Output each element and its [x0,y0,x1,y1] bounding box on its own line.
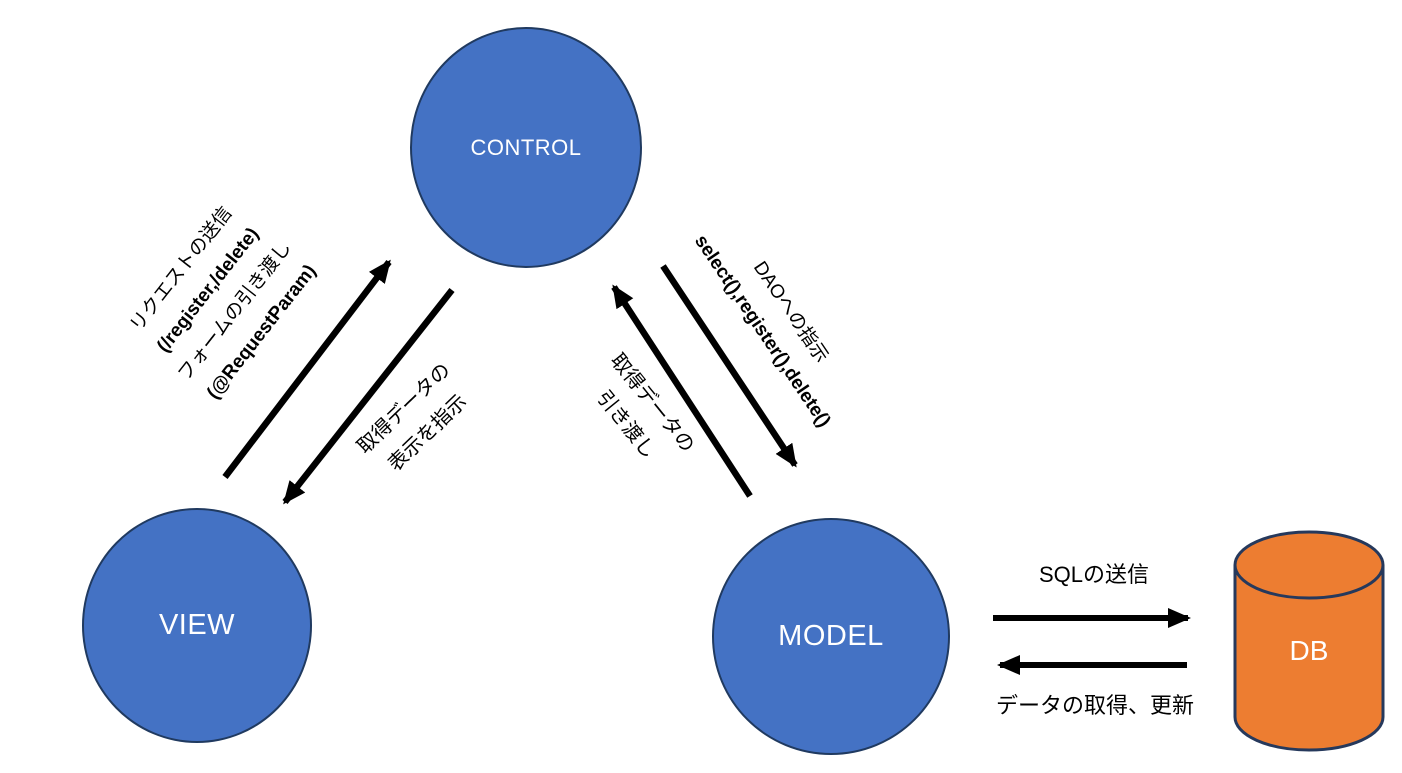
label-line: データの取得、更新 [995,693,1194,718]
db-to-model-label: データの取得、更新 [965,691,1225,721]
control-to-model-label: DAOへの指示 select(),register(),delete() [667,183,886,461]
db-node-label: DB [1289,635,1329,666]
model-node-label: MODEL [778,620,884,652]
control-node: CONTROL [410,27,642,268]
model-node: MODEL [712,518,950,755]
view-node: VIEW [82,508,312,743]
view-node-label: VIEW [158,609,236,641]
label-line: SQLの送信 [1038,562,1150,587]
control-to-view-label: 取得データの 表示を指示 [342,348,490,494]
view-to-control-label: リクエストの送信 (/register,/delete) フォームの引き渡し (… [104,176,340,425]
model-to-db-label: SQLの送信 [984,560,1204,590]
control-node-label: CONTROL [470,134,582,160]
db-node: DB [1233,529,1385,753]
model-to-control-label: 取得データの 引き渡し [572,342,707,486]
database-cylinder-icon [1233,530,1385,752]
